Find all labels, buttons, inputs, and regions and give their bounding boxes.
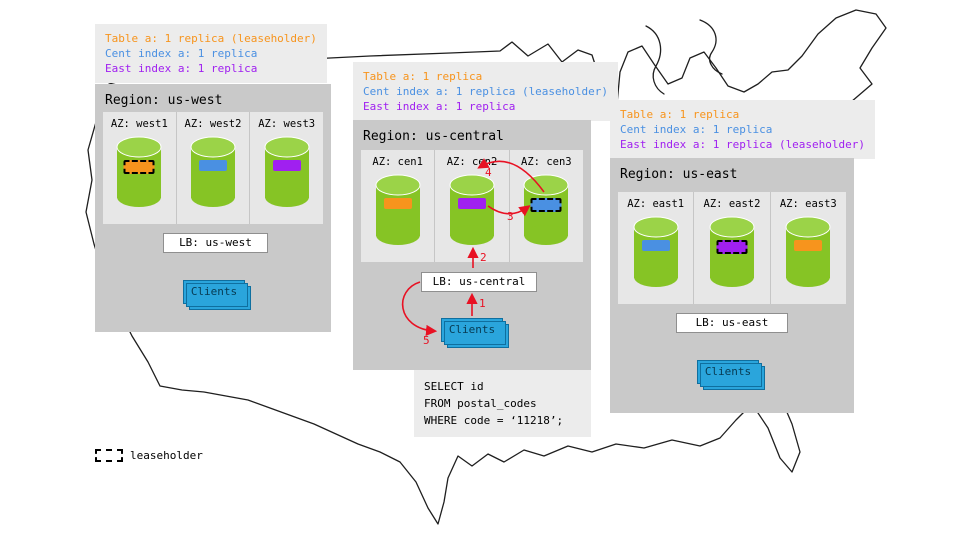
database-cylinder-icon [785, 216, 831, 287]
region-card-us-west: Region: us-west AZ: west1 AZ: west2 [95, 84, 331, 332]
database-cylinder-icon [375, 174, 421, 245]
database-cylinder-icon [449, 174, 495, 245]
database-cylinder [449, 174, 495, 246]
az-column: AZ: west2 [177, 112, 251, 224]
az-column: AZ: cen1 [361, 150, 436, 262]
az-label: AZ: west1 [110, 118, 168, 130]
flow-step-number-1: 1 [479, 297, 486, 310]
database-cylinder-icon [264, 136, 310, 207]
region-card-us-east: Region: us-east AZ: east1 AZ: east2 [610, 158, 854, 413]
great-lakes-outline [645, 25, 665, 95]
az-column: AZ: cen3 [510, 150, 583, 262]
legend-line-east-index: East index a: 1 replica [105, 62, 258, 75]
database-cylinder [785, 216, 831, 288]
sql-line: FROM postal_codes [424, 397, 537, 410]
az-column: AZ: east2 [694, 192, 771, 304]
sql-line: WHERE code = ‘11218’; [424, 414, 564, 427]
region-title: Region: us-central [363, 129, 504, 144]
database-cylinder [709, 216, 755, 288]
legend-box-us-central: Table a: 1 replica Cent index a: 1 repli… [353, 62, 619, 121]
database-cylinder [523, 174, 569, 246]
legend-line-table: Table a: 1 replica (leaseholder) [105, 32, 317, 45]
replica-chip [457, 198, 486, 209]
replica-chip [794, 240, 823, 251]
az-column: AZ: west3 [250, 112, 323, 224]
flow-step-number-3: 3 [507, 210, 514, 223]
az-panel: AZ: cen1 AZ: cen2 [361, 150, 583, 262]
legend-line-east-index: East index a: 1 replica [363, 100, 516, 113]
flow-step-number-2: 2 [480, 251, 487, 264]
flow-step-number-5: 5 [423, 334, 430, 347]
legend-line-table: Table a: 1 replica [363, 70, 483, 83]
legend-box-us-west: Table a: 1 replica (leaseholder) Cent in… [95, 24, 327, 83]
replica-chip [530, 198, 562, 212]
region-card-us-central: Region: us-central AZ: cen1 AZ: cen2 [353, 120, 591, 370]
legend-line-east-index: East index a: 1 replica (leaseholder) [620, 138, 866, 151]
database-cylinder [633, 216, 679, 288]
az-column: AZ: east3 [771, 192, 846, 304]
load-balancer-box: LB: us-east [676, 313, 788, 333]
database-cylinder [375, 174, 421, 246]
legend-line-cent-index: Cent index a: 1 replica [105, 47, 258, 60]
flow-step-number-4: 4 [485, 166, 492, 179]
az-label: AZ: east3 [779, 198, 837, 210]
legend-box-us-east: Table a: 1 replica Cent index a: 1 repli… [610, 100, 876, 159]
az-label: AZ: cen1 [372, 156, 423, 168]
az-column: AZ: cen2 [435, 150, 510, 262]
database-cylinder [190, 136, 236, 208]
database-cylinder [116, 136, 162, 208]
database-cylinder [264, 136, 310, 208]
region-title: Region: us-east [620, 167, 738, 182]
legend-line-cent-index: Cent index a: 1 replica [620, 123, 773, 136]
region-title: Region: us-west [105, 93, 223, 108]
great-lakes-outline-2 [699, 19, 723, 75]
clients-box: Clients [697, 360, 759, 384]
sql-line: SELECT id [424, 380, 484, 393]
az-panel: AZ: east1 AZ: east2 [618, 192, 846, 304]
replica-chip [641, 240, 670, 251]
clients-box: Clients [183, 280, 245, 304]
clients-box: Clients [441, 318, 503, 342]
legend-line-table: Table a: 1 replica [620, 108, 740, 121]
legend-line-cent-index: Cent index a: 1 replica (leaseholder) [363, 85, 609, 98]
sql-query-box: SELECT id FROM postal_codes WHERE code =… [414, 370, 591, 437]
replica-chip [123, 160, 155, 174]
leaseholder-label: leaseholder [130, 449, 203, 462]
az-label: AZ: east1 [627, 198, 685, 210]
replica-chip [272, 160, 301, 171]
replica-chip [199, 160, 227, 171]
az-panel: AZ: west1 AZ: west2 [103, 112, 323, 224]
az-label: AZ: east2 [703, 198, 761, 210]
az-label: AZ: west3 [258, 118, 316, 130]
az-column: AZ: west1 [103, 112, 177, 224]
replica-chip [383, 198, 412, 209]
database-cylinder-icon [633, 216, 679, 287]
leaseholder-swatch-icon [95, 449, 123, 462]
leaseholder-legend: leaseholder [95, 449, 203, 462]
replica-chip [716, 240, 748, 254]
az-label: AZ: cen3 [521, 156, 572, 168]
database-cylinder-icon [190, 136, 236, 207]
load-balancer-box: LB: us-central [421, 272, 537, 292]
az-label: AZ: west2 [184, 118, 242, 130]
az-column: AZ: east1 [618, 192, 695, 304]
load-balancer-box: LB: us-west [163, 233, 268, 253]
